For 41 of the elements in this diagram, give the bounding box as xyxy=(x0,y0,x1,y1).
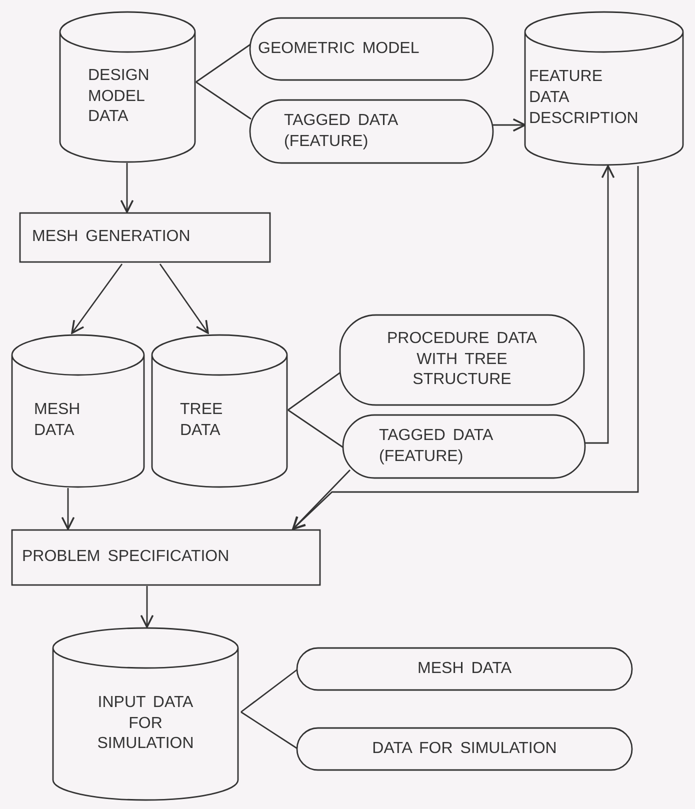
node-label: MESH DATA xyxy=(34,400,82,441)
node-label: MESH DATA xyxy=(418,658,512,679)
arrow xyxy=(292,166,639,530)
node-label: PROCEDURE DATA WITH TREE STRUCTURE xyxy=(386,328,538,390)
node-label: DESIGN MODEL DATA xyxy=(88,66,150,128)
rounded-box xyxy=(343,415,585,478)
rounded-box xyxy=(297,648,632,690)
arrow xyxy=(292,470,350,530)
connector-line xyxy=(240,711,298,750)
arrow xyxy=(140,586,154,628)
connector-line xyxy=(196,43,252,83)
process-box xyxy=(12,530,320,585)
rounded-box xyxy=(340,315,584,405)
arrow xyxy=(71,264,123,334)
node-label: INPUT DATA FOR SIMULATION xyxy=(96,692,195,754)
rounded-box xyxy=(250,18,493,80)
node-label: PROBLEM SPECIFICATION xyxy=(22,547,230,568)
rounded-box xyxy=(250,100,493,163)
database-cylinder xyxy=(53,628,238,800)
arrow xyxy=(61,488,75,530)
node-label: MESH GENERATION xyxy=(32,227,190,248)
node-label: DATA FOR SIMULATION xyxy=(372,738,557,759)
arrow xyxy=(159,264,209,334)
process-box xyxy=(20,213,270,262)
node-label: TAGGED DATA (FEATURE) xyxy=(284,110,399,152)
arrow xyxy=(493,118,526,132)
connector-line xyxy=(288,371,342,411)
connector-line xyxy=(196,81,252,120)
connector-line xyxy=(240,668,298,713)
node-label: FEATURE DATA DESCRIPTION xyxy=(529,67,640,129)
database-cylinder xyxy=(525,12,683,165)
arrow xyxy=(585,165,615,444)
database-cylinder xyxy=(12,335,144,487)
connector-line xyxy=(288,409,344,449)
arrow xyxy=(120,163,134,213)
node-label: TREE DATA xyxy=(180,400,224,441)
node-label: GEOMETRIC MODEL xyxy=(258,38,420,59)
database-cylinder xyxy=(60,12,195,162)
database-cylinder xyxy=(152,335,287,487)
node-label: TAGGED DATA (FEATURE) xyxy=(379,426,494,466)
rounded-box xyxy=(297,728,632,770)
